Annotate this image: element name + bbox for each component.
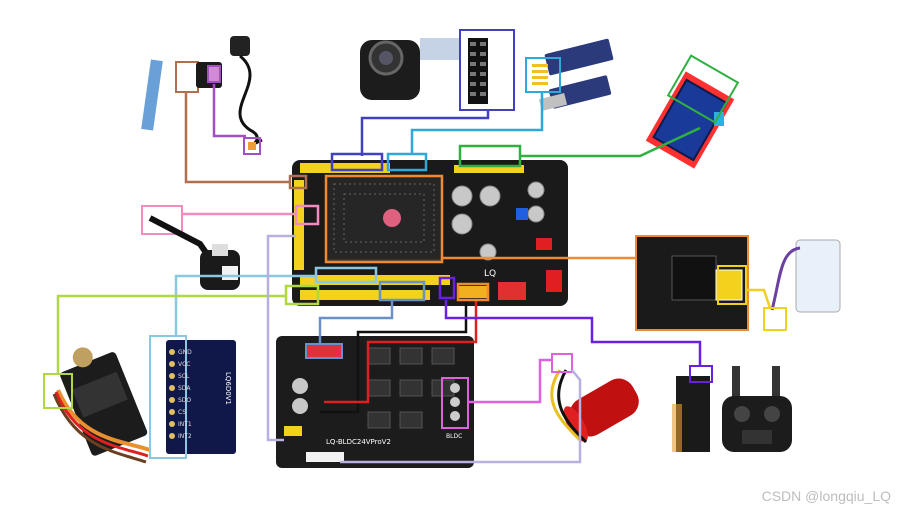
imu-pins-box xyxy=(149,335,187,459)
core-module-board xyxy=(635,235,749,331)
wire-driver-aux xyxy=(266,234,296,442)
watermark-text: CSDN @longqiu_LQ xyxy=(761,488,891,504)
imu-pin-scl: SCL xyxy=(178,373,190,380)
wire-tft xyxy=(520,126,701,158)
driver-top-connector xyxy=(305,343,343,359)
core-pin-grid xyxy=(333,183,435,253)
servo-motor xyxy=(43,347,151,464)
core-logo xyxy=(383,209,401,227)
imu-pin-cs: CS xyxy=(178,409,186,416)
driver-model-label: LQ-BLDC24VProV2 xyxy=(326,438,391,446)
wire-driver-power xyxy=(324,300,478,404)
imu-pin-sda: SDA xyxy=(178,385,191,392)
connection-lines xyxy=(56,84,772,464)
wire-usb xyxy=(746,288,772,309)
bldc-driver-board: LQ-BLDC24VProV2 BLDC xyxy=(276,336,474,468)
wire-driver-bottom xyxy=(340,369,582,464)
imu-pin-vcc: VCC xyxy=(178,361,190,368)
imu-pin-gnd: GND xyxy=(178,349,192,356)
camera-module xyxy=(360,29,515,111)
wire-camera xyxy=(360,110,490,156)
brushless-motor xyxy=(550,353,639,444)
imu-module: GND VCC SCL SDA SDO CS INT1 INT2 LQ6D0V1 xyxy=(149,335,236,459)
driver-bldc-tag: BLDC xyxy=(446,433,462,440)
wire-receiver xyxy=(444,300,702,366)
main-controller-board: LQ xyxy=(292,160,568,306)
imu-pin-sdo: SDO xyxy=(178,397,191,404)
wire-serial xyxy=(410,92,544,154)
usb-download-cable xyxy=(763,239,841,331)
gps-module xyxy=(141,36,263,155)
core-socket-box xyxy=(324,174,444,264)
wire-driver-gnd xyxy=(320,300,468,414)
rc-receiver xyxy=(672,365,713,452)
imu-pin-int1: INT1 xyxy=(178,421,192,428)
wire-servo xyxy=(56,294,286,374)
imu-pin-labels: GND VCC SCL SDA SDO CS INT1 INT2 xyxy=(178,349,192,440)
rc-transmitter xyxy=(722,366,792,452)
wire-driver-signal xyxy=(318,300,394,344)
imu-pin-int2: INT2 xyxy=(178,433,192,440)
wire-gps xyxy=(184,92,290,184)
board-logo-text: LQ xyxy=(484,269,496,279)
wire-motor xyxy=(468,358,552,404)
wire-gps-antenna xyxy=(212,84,246,138)
encoder-sensor xyxy=(141,205,240,290)
imu-board-label: LQ6D0V1 xyxy=(224,372,232,405)
wire-imu xyxy=(174,274,316,336)
tft-connector-box xyxy=(666,54,740,124)
motor-lead-box xyxy=(551,353,573,373)
